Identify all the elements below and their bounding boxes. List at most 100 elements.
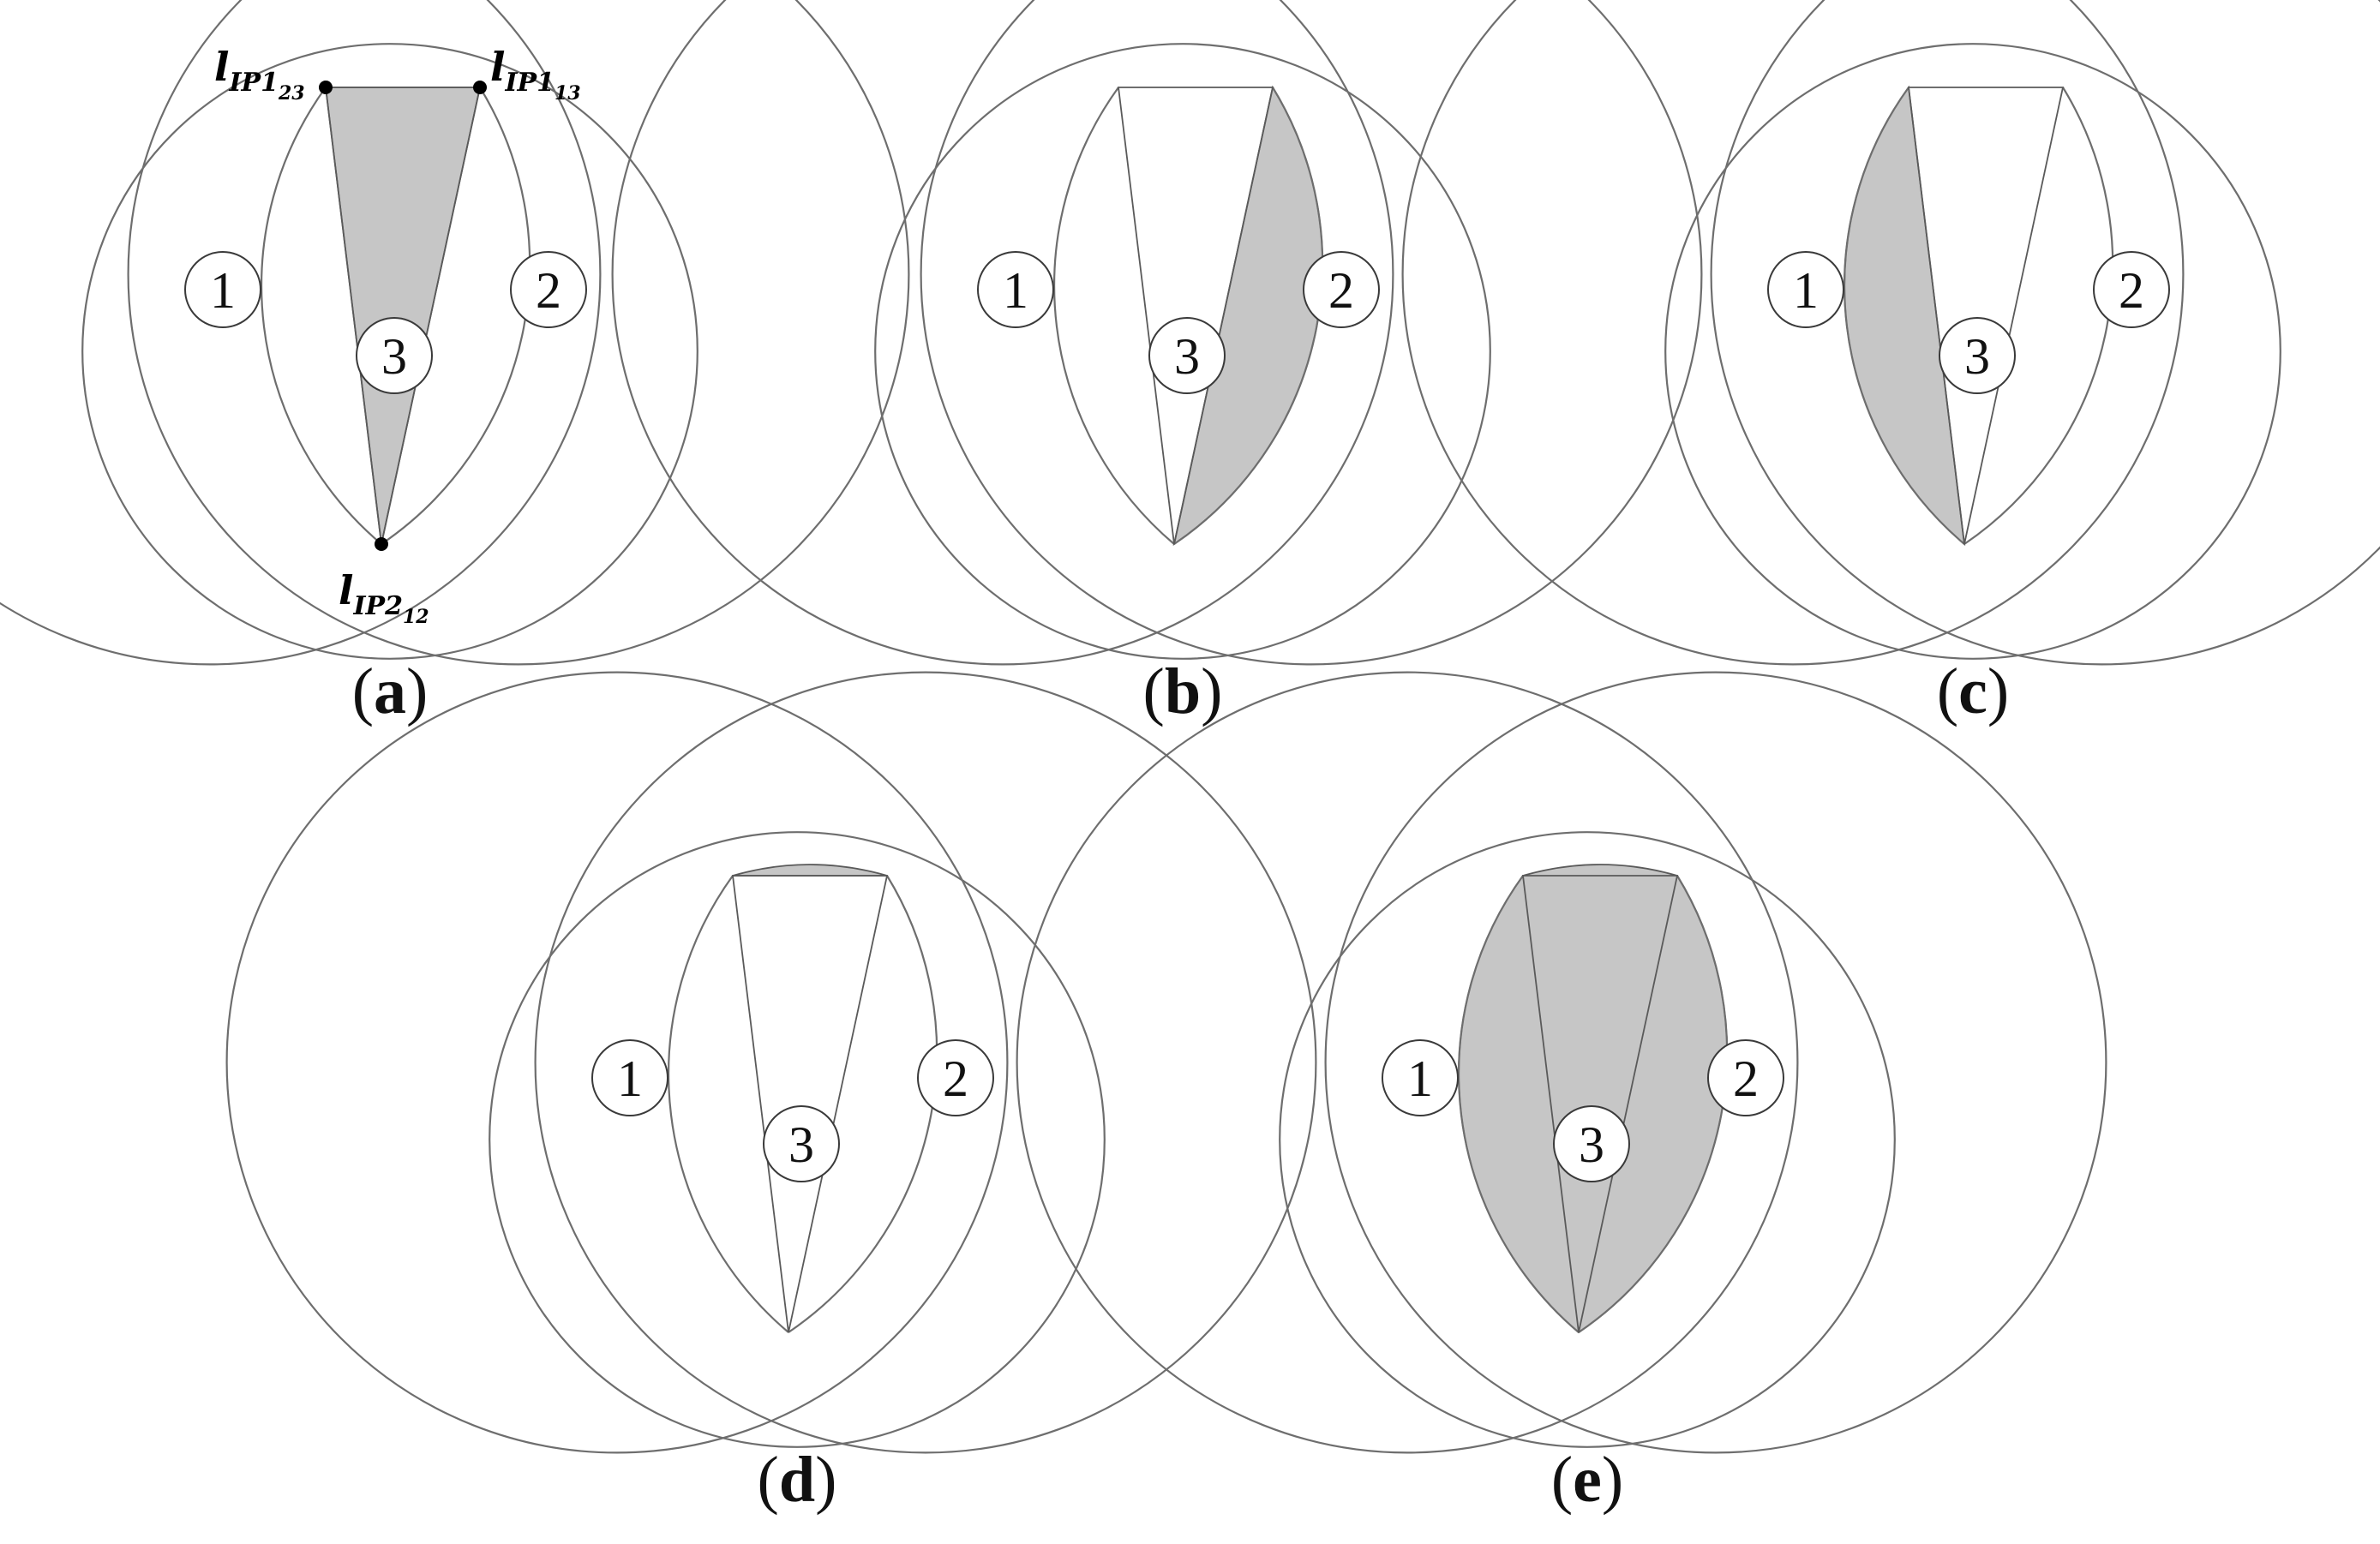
circle-3 xyxy=(1664,43,2281,660)
region-2-badge xyxy=(2093,251,2170,328)
region-2-label: 2 xyxy=(943,1050,968,1107)
lens-left-arc xyxy=(1843,87,1965,545)
region-2-badge xyxy=(1303,251,1380,328)
circle-1 xyxy=(0,0,602,666)
region-3-badge xyxy=(356,317,433,394)
panel-d-caption: (d) xyxy=(758,1444,837,1516)
circle-3 xyxy=(81,43,698,660)
circle-2 xyxy=(920,0,1703,666)
region-2-label: 2 xyxy=(536,262,561,319)
shaded-top-cap xyxy=(732,864,888,877)
region-1-badge xyxy=(977,251,1054,328)
ip-subscript: IP1 xyxy=(504,68,554,98)
caption-open-paren: ( xyxy=(352,655,374,727)
region-1-label: 1 xyxy=(210,262,236,319)
intersection-point-dot xyxy=(319,81,333,94)
region-1-badge xyxy=(591,1039,668,1116)
circle-1 xyxy=(225,671,1009,1454)
triangle-edges xyxy=(1907,87,2065,545)
circle-1 xyxy=(611,0,1394,666)
circle-2 xyxy=(1710,0,2380,666)
region-1-badge xyxy=(1767,251,1844,328)
caption-close-paren: ) xyxy=(406,655,428,727)
ip-subscript: IP1 xyxy=(228,68,278,98)
region-2-label: 2 xyxy=(2119,262,2144,319)
region-1-badge xyxy=(184,251,261,328)
circle-2 xyxy=(534,671,1317,1454)
intersection-point-dot xyxy=(375,537,388,551)
lens-right-arc xyxy=(1578,875,1729,1333)
region-2-label: 2 xyxy=(1328,262,1354,319)
region-3-label: 3 xyxy=(381,328,407,385)
lens-right-arc xyxy=(1963,87,2114,545)
region-3-badge xyxy=(1939,317,2016,394)
region-1-label: 1 xyxy=(617,1050,643,1107)
triangle-edges xyxy=(1117,87,1274,545)
region-1-badge xyxy=(1382,1039,1459,1116)
intersection-point-label: lIP113 xyxy=(490,44,581,105)
panel-a-caption: (a) xyxy=(352,655,429,727)
region-3-badge xyxy=(763,1105,840,1182)
shaded-triangle xyxy=(324,87,482,545)
intersection-point-label: lIP212 xyxy=(339,567,429,628)
panel-c-caption: (c) xyxy=(1937,655,2009,727)
circle-2 xyxy=(1324,671,2107,1454)
triangle-edges xyxy=(1521,875,1679,1333)
region-2-badge xyxy=(510,251,587,328)
shaded-left-segment xyxy=(1843,85,1966,547)
caption-letter: e xyxy=(1573,1444,1602,1516)
region-1-label: 1 xyxy=(1407,1050,1433,1107)
region-3-badge xyxy=(1553,1105,1630,1182)
region-3-label: 3 xyxy=(1964,328,1990,385)
panel-e: 1 2 3 (e) xyxy=(1016,671,2107,1516)
caption-close-paren: ) xyxy=(1201,655,1222,727)
caption-letter: d xyxy=(779,1444,815,1516)
region-3-label: 3 xyxy=(788,1116,814,1173)
ip-subscript: IP2 xyxy=(352,591,402,621)
lens-right-arc xyxy=(381,87,531,545)
lens-left-arc xyxy=(261,87,382,545)
panel-c: 1 2 3 (c) xyxy=(1401,0,2380,727)
region-1-label: 1 xyxy=(1003,262,1028,319)
intersection-point-dot xyxy=(473,81,487,94)
caption-close-paren: ) xyxy=(815,1444,836,1516)
panel-b-caption: (b) xyxy=(1143,655,1223,727)
circle-3 xyxy=(489,831,1106,1448)
caption-letter: b xyxy=(1165,655,1201,727)
circle-3 xyxy=(1279,831,1896,1448)
ip-base: l xyxy=(490,44,505,90)
panel-d: 1 2 3 (d) xyxy=(225,671,1317,1516)
caption-close-paren: ) xyxy=(1987,655,2009,727)
region-3-label: 3 xyxy=(1579,1116,1604,1173)
caption-open-paren: ( xyxy=(1143,655,1165,727)
ip-subsubscript: 23 xyxy=(278,82,305,105)
caption-open-paren: ( xyxy=(1551,1444,1573,1516)
ip-base: l xyxy=(339,567,353,613)
panel-b: 1 2 3 (b) xyxy=(611,0,1703,727)
region-2-label: 2 xyxy=(1733,1050,1759,1107)
caption-letter: c xyxy=(1958,655,1987,727)
ip-base: l xyxy=(214,44,229,90)
shaded-full-intersection xyxy=(1458,864,1728,1334)
circle-3 xyxy=(874,43,1491,660)
region-1-label: 1 xyxy=(1793,262,1819,319)
panel-e-caption: (e) xyxy=(1551,1444,1623,1516)
caption-close-paren: ) xyxy=(1602,1444,1623,1516)
intersection-point-label: lIP123 xyxy=(214,44,305,105)
region-3-label: 3 xyxy=(1174,328,1200,385)
caption-letter: a xyxy=(374,655,406,727)
caption-open-paren: ( xyxy=(758,1444,779,1516)
lens-right-arc xyxy=(788,875,938,1333)
triangle-edges xyxy=(731,875,889,1333)
circle-1 xyxy=(1016,671,1799,1454)
lens-left-arc xyxy=(668,875,789,1333)
caption-open-paren: ( xyxy=(1937,655,1958,727)
region-2-badge xyxy=(917,1039,994,1116)
lens-right-arc xyxy=(1173,87,1324,545)
triangle-edges xyxy=(324,87,482,545)
circle-2 xyxy=(127,0,910,666)
circle-1 xyxy=(1401,0,2185,666)
region-2-badge xyxy=(1707,1039,1784,1116)
